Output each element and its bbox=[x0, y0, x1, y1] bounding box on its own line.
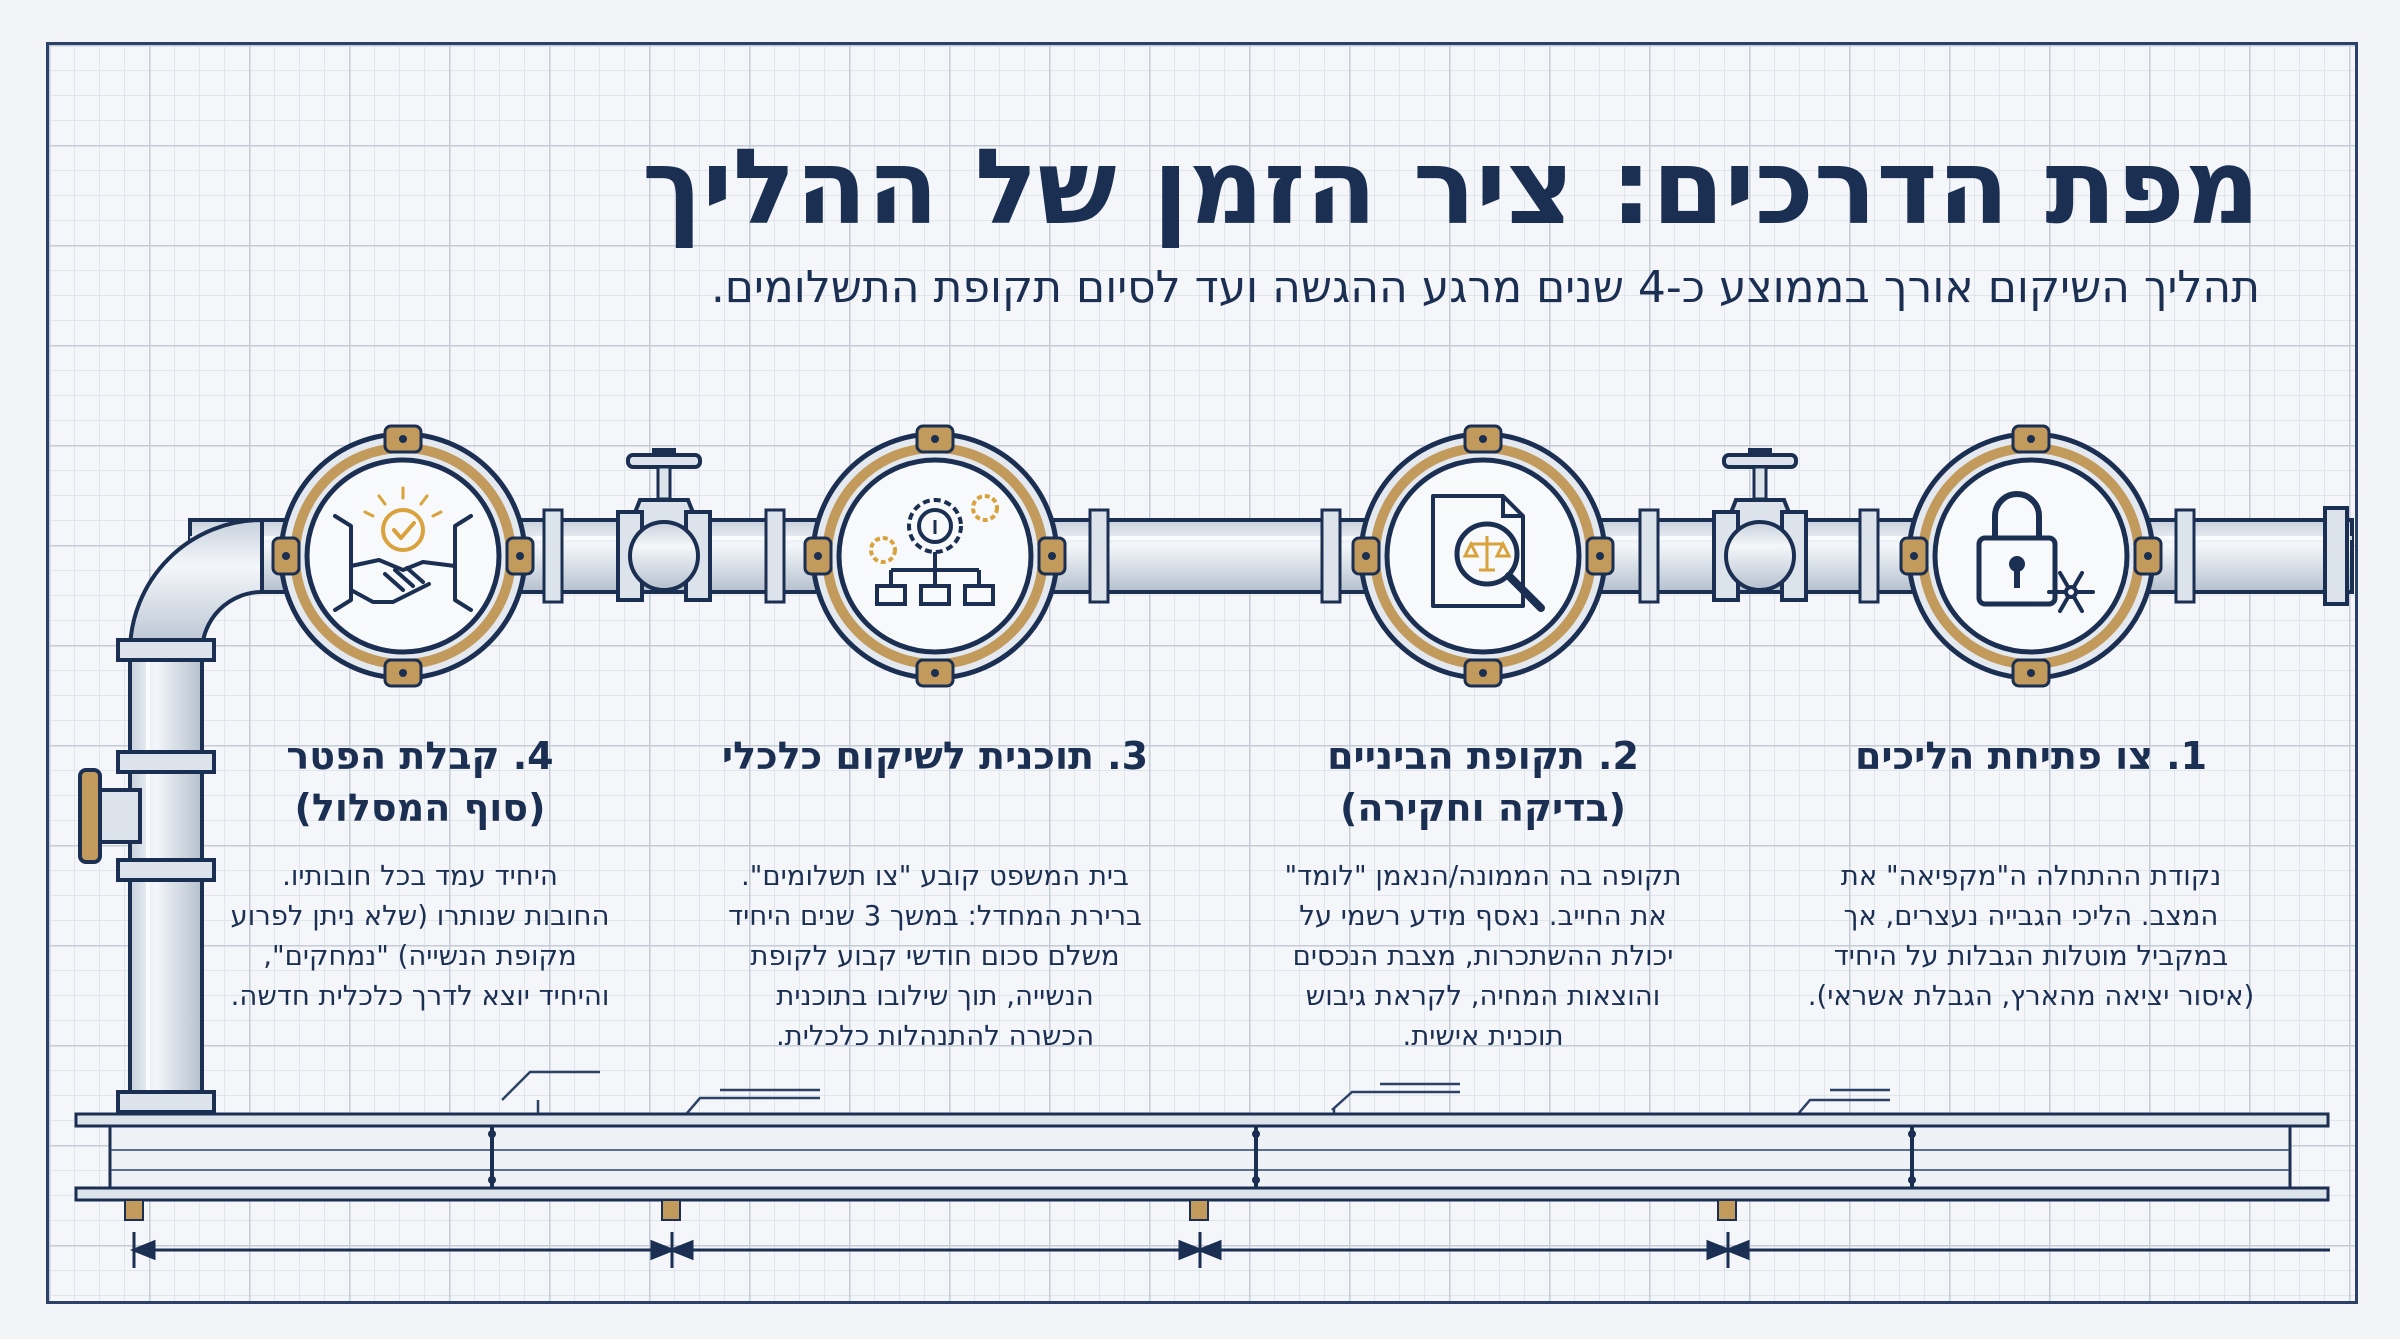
step-2-title: 2. תקופת הביניים (בדיקה וחקירה) bbox=[1327, 734, 1639, 830]
side-valve-wheel-icon bbox=[78, 768, 142, 864]
handshake-check-icon bbox=[333, 486, 473, 612]
step-2-description: תקופה בה הממונה/הנאמן "לומד" את החייב. נ… bbox=[1284, 860, 1682, 1052]
document-scale-magnifier-icon bbox=[1431, 494, 1545, 612]
page-subtitle: תהליך השיקום אורך בממוצע כ-4 שנים מרגע ה… bbox=[710, 262, 2260, 313]
step-1-description: נקודת ההתחלה ה"מקפיאה" את המצב. הליכי הג… bbox=[1807, 860, 2255, 1012]
step-1-title: 1. צו פתיחת הליכים bbox=[1854, 734, 2208, 778]
dimension-line bbox=[129, 1232, 2330, 1268]
step-3-description: בית המשפט קובע "צו תשלומים". ברירת המחדל… bbox=[728, 860, 1142, 1052]
node-step-4 bbox=[271, 424, 535, 688]
valve-right bbox=[1712, 448, 1808, 602]
step-4-description: היחיד עמד בכל חובותיו. החובות שנותרו (של… bbox=[230, 860, 610, 1012]
blueprint-frame bbox=[46, 42, 2358, 1304]
valve-left bbox=[616, 448, 712, 602]
lock-snowflake-icon bbox=[1976, 491, 2095, 613]
elbow-pipe bbox=[116, 517, 264, 1114]
bottom-beam bbox=[74, 1112, 2330, 1221]
page-title: מפת הדרכים: ציר הזמן של ההליך bbox=[642, 126, 2260, 248]
gears-flowchart-icon bbox=[869, 494, 999, 606]
pipe-flanges bbox=[542, 508, 2196, 604]
step-3-title: 3. תוכנית לשיקום כלכלי bbox=[721, 734, 1149, 778]
step-4-title: 4. קבלת הפטר (סוף המסלול) bbox=[286, 734, 554, 830]
